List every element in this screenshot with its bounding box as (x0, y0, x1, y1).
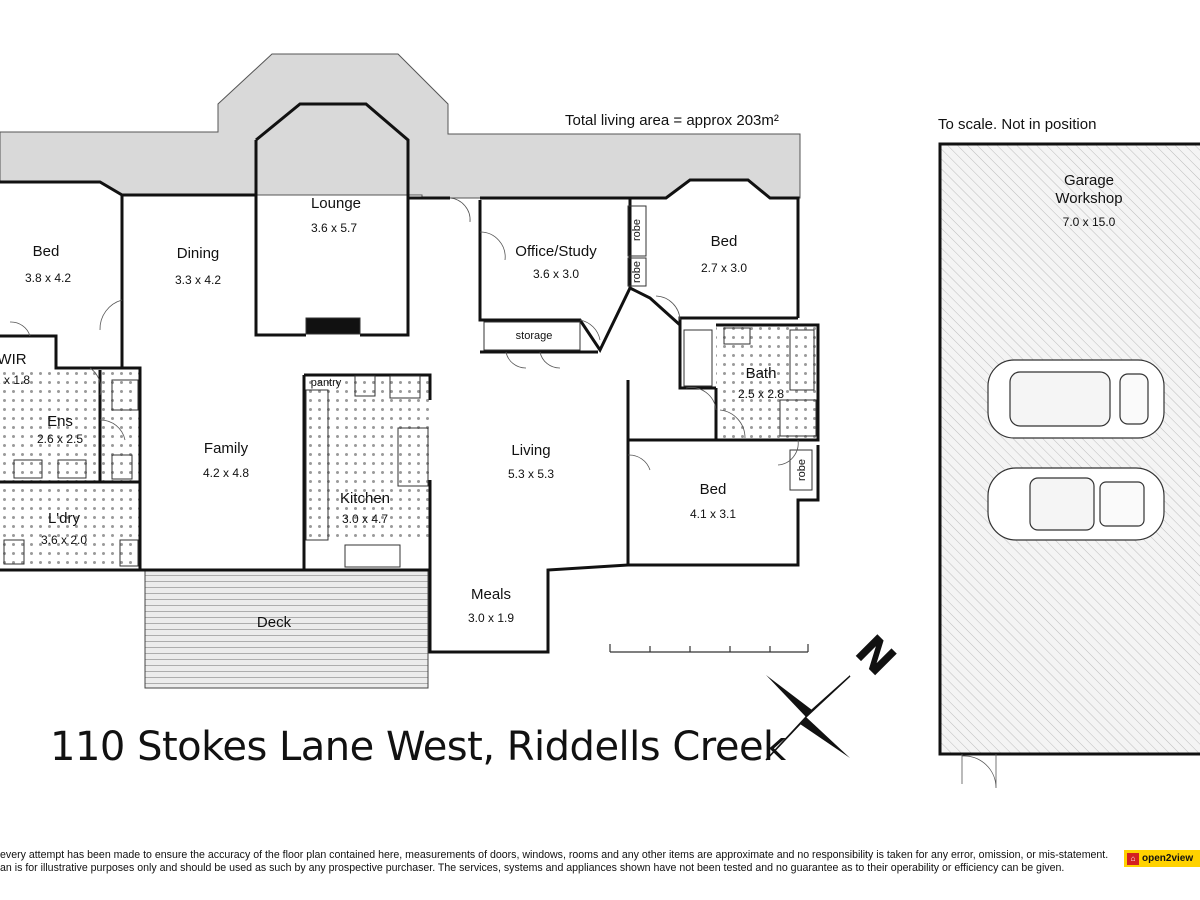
ldry-tiles (0, 484, 140, 568)
garage-area (938, 142, 1200, 756)
room-dim: 2.7 x 3.0 (701, 261, 747, 275)
room-name: Lounge (311, 195, 361, 212)
room-dim: 3.3 x 4.2 (175, 273, 221, 287)
room-dim: 2.6 x 2.5 (37, 432, 83, 446)
room-name: Bed (711, 233, 738, 250)
disclaimer-line: every attempt has been made to ensure th… (0, 849, 1109, 861)
logo-text: open2view (1142, 853, 1194, 864)
disclaimer-line: an is for illustrative purposes only and… (0, 862, 1065, 874)
compass-label: N (846, 626, 906, 686)
car-bottom (987, 467, 1165, 541)
room-name: Meals (471, 586, 511, 603)
room-dim: 3.0 x 4.7 (342, 512, 388, 526)
room-name: Bath (746, 365, 777, 382)
room-name: Garage (1064, 172, 1114, 189)
room-dim: 3.6 x 3.0 (533, 267, 579, 281)
fixtures (3, 205, 817, 568)
walls (0, 102, 820, 654)
room-name: storage (516, 330, 553, 342)
room-dim: 2.5 x 2.8 (738, 387, 784, 401)
room-name: pantry (311, 377, 342, 389)
scale-note: To scale. Not in position (938, 116, 1097, 133)
room-dim: 4.2 x 4.8 (203, 466, 249, 480)
room-dim: 4.1 x 3.1 (690, 507, 736, 521)
room-dim: 1 x 1.8 (0, 373, 30, 387)
property-address: 110 Stokes Lane West, Riddells Creek (50, 724, 786, 770)
room-name: Dining (177, 245, 220, 262)
compass-icon: N (765, 626, 906, 761)
room-name: L'dry (48, 510, 81, 527)
room-name: Family (204, 440, 249, 457)
room-dim: 3.0 x 1.9 (468, 611, 514, 625)
bath-tiles (716, 326, 816, 438)
room-labels: Bed 3.8 x 4.2 WIR 1 x 1.8 Ens 2.6 x 2.5 … (0, 172, 1123, 631)
open2view-logo: ⌂ open2view (1124, 850, 1200, 867)
room-name: Ens (47, 413, 73, 430)
room-dim: 7.0 x 15.0 (1063, 215, 1116, 229)
room-name: robe (631, 219, 643, 241)
garage-door (961, 754, 997, 789)
room-name: WIR (0, 351, 27, 368)
room-dim: 3.6 x 5.7 (311, 221, 357, 235)
disclaimer: every attempt has been made to ensure th… (0, 849, 1115, 875)
room-name: robe (796, 459, 808, 481)
house-icon: ⌂ (1127, 852, 1139, 865)
room-dim: 3.8 x 4.2 (25, 271, 71, 285)
room-name: robe (631, 261, 643, 283)
room-name: Workshop (1055, 190, 1122, 207)
room-name: Office/Study (515, 243, 597, 260)
doors (9, 197, 799, 471)
deck-area (144, 569, 429, 689)
room-dim: 3.6 x 2.0 (41, 533, 87, 547)
room-name: Bed (33, 243, 60, 260)
room-name: Bed (700, 481, 727, 498)
room-name: Living (511, 442, 550, 459)
kitchen-tiles (305, 375, 429, 543)
room-name: Kitchen (340, 490, 390, 507)
room-name: Deck (257, 614, 292, 631)
car-top (987, 359, 1165, 439)
scale-bar (609, 644, 809, 653)
room-dim: 5.3 x 5.3 (508, 467, 554, 481)
total-area-note: Total living area = approx 203m² (565, 112, 779, 129)
